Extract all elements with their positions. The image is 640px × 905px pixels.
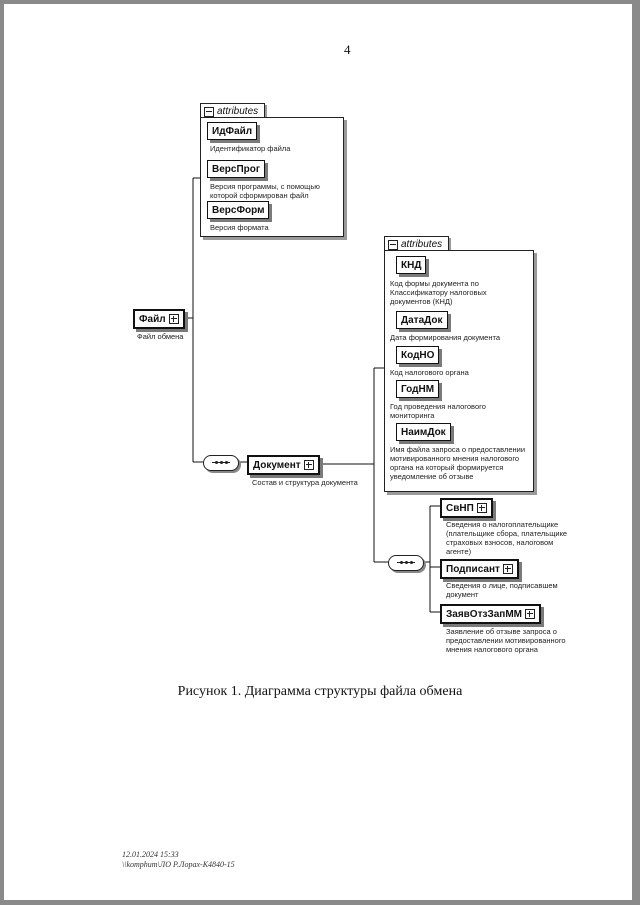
attr-desc-idfile: Идентификатор файла bbox=[210, 144, 291, 153]
root-node-label: Файл bbox=[139, 313, 166, 325]
child-node-podpisant[interactable]: Подписант bbox=[440, 559, 519, 579]
child-desc-podpisant: Сведения о лице, подписавшем документ bbox=[446, 581, 558, 599]
footer-stamp: 12.01.2024 15:33 \\komphum\ЛО Р.Лорах-К4… bbox=[122, 850, 235, 870]
footer-line-2: \\komphum\ЛО Р.Лорах-К4840-15 bbox=[122, 860, 235, 869]
document-desc: Состав и структура документа bbox=[252, 478, 358, 487]
sequence-compositor bbox=[203, 455, 239, 471]
attr-desc-datadok: Дата формирования документа bbox=[390, 333, 501, 342]
sequence-compositor-2 bbox=[388, 555, 424, 571]
file-attributes-tab-label: attributes bbox=[217, 106, 259, 117]
collapse-icon[interactable] bbox=[204, 106, 214, 117]
attr-node-versprog[interactable]: ВерсПрог bbox=[207, 160, 266, 178]
expand-icon[interactable] bbox=[476, 503, 487, 513]
expand-icon[interactable] bbox=[168, 314, 179, 324]
attr-node-versform[interactable]: ВерсФорм bbox=[207, 201, 270, 219]
attr-node-naimdok[interactable]: НаимДок bbox=[396, 423, 451, 441]
document-node-label: Документ bbox=[253, 459, 301, 471]
expand-icon[interactable] bbox=[524, 609, 535, 619]
root-desc: Файл обмена bbox=[137, 332, 184, 341]
child-node-zayavotzzapmm[interactable]: ЗаявОтзЗапММ bbox=[440, 604, 541, 624]
attr-desc-knd: Код формы документа по Классификатору на… bbox=[390, 279, 487, 306]
root-node[interactable]: Файл bbox=[133, 309, 185, 329]
document-node[interactable]: Документ bbox=[247, 455, 320, 475]
figure-caption: Рисунок 1. Диаграмма структуры файла обм… bbox=[177, 684, 463, 699]
child-desc-zayavotzzapmm: Заявление об отзыве запроса о предоставл… bbox=[446, 627, 566, 654]
child-node-svnp-label: СвНП bbox=[446, 502, 474, 514]
attr-node-datadok[interactable]: ДатаДок bbox=[396, 311, 448, 329]
child-node-svnp[interactable]: СвНП bbox=[440, 498, 493, 518]
footer-line-1: 12.01.2024 15:33 bbox=[122, 850, 179, 859]
attr-node-kodno[interactable]: КодНО bbox=[396, 346, 440, 364]
attr-node-knd[interactable]: КНД bbox=[396, 256, 427, 274]
attr-desc-godnm: Год проведения налогового мониторинга bbox=[390, 402, 486, 420]
attr-desc-naimdok: Имя файла запроса о предоставлении мотив… bbox=[390, 445, 526, 481]
attr-desc-versprog: Версия программы, с помощью которой сфор… bbox=[210, 182, 320, 200]
attr-desc-versform: Версия формата bbox=[210, 223, 269, 232]
collapse-icon[interactable] bbox=[388, 239, 398, 250]
attr-node-idfile[interactable]: ИдФайл bbox=[207, 122, 258, 140]
file-attributes-tab[interactable]: attributes bbox=[200, 103, 266, 120]
document-attributes-panel bbox=[384, 250, 534, 492]
child-node-podpisant-label: Подписант bbox=[446, 563, 500, 575]
child-node-zayavotzzapmm-label: ЗаявОтзЗапММ bbox=[446, 608, 522, 620]
child-desc-svnp: Сведения о налогоплательщике (плательщик… bbox=[446, 520, 568, 556]
document-attributes-tab-label: attributes bbox=[401, 239, 443, 250]
expand-icon[interactable] bbox=[303, 460, 314, 470]
attr-node-godnm[interactable]: ГодНМ bbox=[396, 380, 440, 398]
attr-desc-kodno: Код налогового органа bbox=[390, 368, 469, 377]
expand-icon[interactable] bbox=[502, 564, 513, 574]
page-number: 4 bbox=[344, 42, 351, 57]
